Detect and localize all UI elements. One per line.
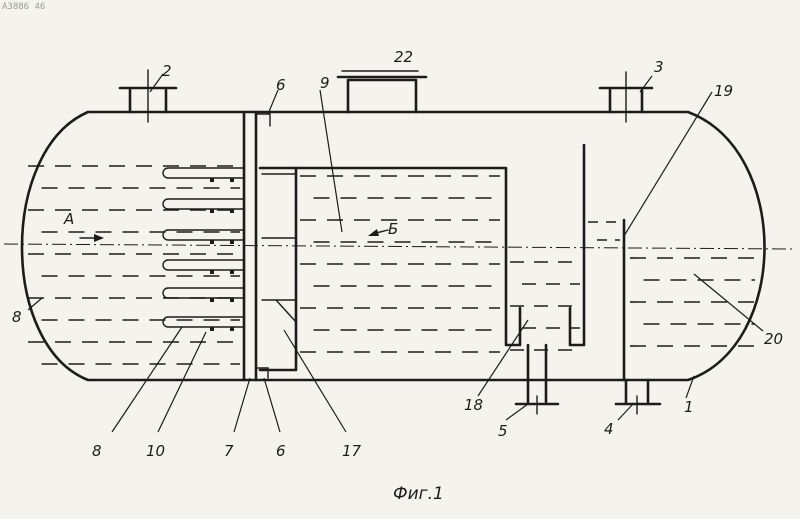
collector-pocket-18 (570, 145, 584, 345)
spray-hole (230, 178, 234, 182)
spray-hole (230, 298, 234, 302)
outlet-nozzle-4 (616, 380, 660, 414)
spray-hole (210, 298, 214, 302)
label-1: 1 (684, 398, 694, 416)
distributor-pipes (163, 168, 244, 331)
spray-hole (230, 327, 234, 331)
spray-hole (210, 209, 214, 213)
label-4: 4 (604, 420, 614, 438)
center-axis (4, 244, 795, 249)
label-2: 2 (162, 62, 172, 80)
label-6-bottom: 6 (276, 442, 286, 460)
label-7: 7 (224, 442, 234, 460)
spray-hole (230, 270, 234, 274)
coalescer-block-17 (260, 168, 296, 370)
leader-lines (28, 74, 763, 432)
spray-hole (230, 240, 234, 244)
spray-hole (230, 209, 234, 213)
liquid-hatching (28, 166, 755, 364)
label-9: 9 (320, 74, 330, 92)
label-18: 18 (464, 396, 483, 414)
scan-watermark: A3886 46 (2, 2, 45, 12)
label-5: 5 (498, 422, 508, 440)
label-6-top: 6 (276, 76, 286, 94)
spray-hole (210, 270, 214, 274)
manhole-22 (338, 71, 426, 112)
label-8-left: 8 (12, 308, 22, 326)
flow-arrow-b (368, 229, 388, 236)
spray-hole (210, 178, 214, 182)
label-flow-b: Б (388, 220, 398, 238)
distributor-pipe (163, 260, 244, 274)
separation-chamber-9 (296, 168, 520, 345)
nozzle-3 (600, 72, 652, 122)
label-10: 10 (146, 442, 165, 460)
label-3: 3 (654, 58, 664, 76)
distributor-pipe (163, 317, 244, 331)
spray-hole (210, 327, 214, 331)
spray-hole (210, 240, 214, 244)
label-20: 20 (764, 330, 783, 348)
label-17: 17 (342, 442, 362, 460)
figure-caption: Фиг.1 (393, 484, 444, 504)
label-flow-a: A (63, 210, 74, 228)
label-8: 8 (92, 442, 102, 460)
label-22: 22 (394, 48, 413, 66)
distributor-pipe (163, 199, 244, 213)
distributor-pipe (163, 168, 244, 182)
flow-arrow-a (80, 234, 104, 242)
distributor-pipe (163, 288, 244, 302)
label-19: 19 (714, 82, 733, 100)
